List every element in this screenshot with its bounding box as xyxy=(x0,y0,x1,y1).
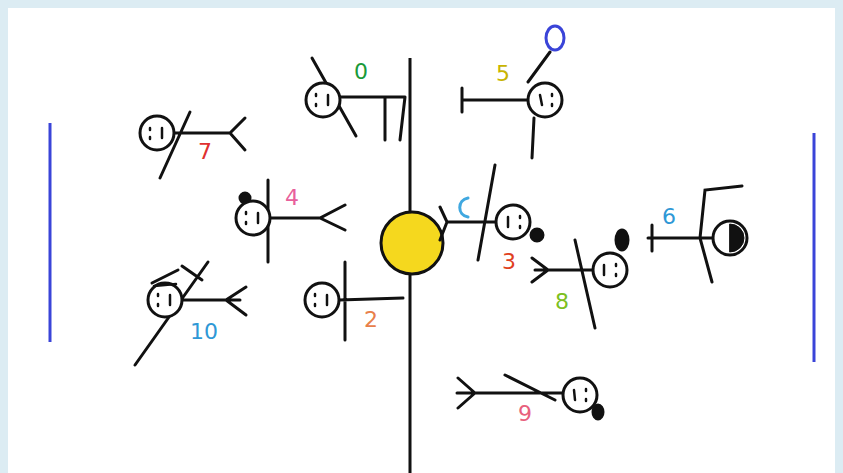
figure-head xyxy=(306,83,340,117)
figure-hair xyxy=(593,405,603,419)
figure-head xyxy=(593,253,627,287)
player-number: 10 xyxy=(188,320,220,344)
stick-figure xyxy=(440,165,543,260)
racket xyxy=(546,26,564,50)
stick-figure xyxy=(140,112,245,178)
figure-limbs xyxy=(268,180,345,262)
player-number: 9 xyxy=(516,402,534,426)
figure-head xyxy=(305,283,339,317)
figure-limbs xyxy=(440,165,496,260)
figure-head xyxy=(713,221,747,255)
stick-figure xyxy=(306,58,405,140)
figure-head xyxy=(563,378,597,412)
figure-head xyxy=(148,283,182,317)
figure-face xyxy=(730,224,744,252)
figure-face xyxy=(150,128,162,139)
player-number: 8 xyxy=(553,290,571,314)
player-number: 7 xyxy=(196,140,214,164)
stick-figure xyxy=(135,262,246,365)
figure-face xyxy=(246,212,258,224)
figure-limbs xyxy=(135,262,246,365)
stick-figure xyxy=(236,180,345,262)
player-number: 6 xyxy=(660,205,678,229)
figure-face xyxy=(540,94,552,106)
stick-figure xyxy=(462,26,564,158)
figure-hair xyxy=(531,229,543,241)
player-number: 3 xyxy=(500,250,518,274)
left-goal xyxy=(49,123,52,342)
figure-limbs xyxy=(457,375,563,408)
figure-limbs xyxy=(160,112,245,178)
stick-figure xyxy=(648,186,747,282)
ball xyxy=(381,212,443,274)
player-number: 5 xyxy=(494,62,512,86)
right-goal xyxy=(813,133,816,362)
players xyxy=(135,26,747,419)
player-number: 2 xyxy=(362,308,380,332)
figure-head xyxy=(236,201,270,235)
player-number: 4 xyxy=(283,186,301,210)
figure-face xyxy=(315,294,327,306)
figure-head xyxy=(496,205,530,239)
figure-face xyxy=(508,216,520,228)
figure-hair xyxy=(616,230,628,250)
stick-figure xyxy=(532,230,628,328)
player-number: 0 xyxy=(352,60,370,84)
figure-face xyxy=(316,94,328,106)
pitch-ground xyxy=(8,8,835,473)
figure-limbs xyxy=(339,262,403,340)
stick-figure xyxy=(305,262,403,340)
arm-mark xyxy=(460,198,468,217)
figure-face xyxy=(604,264,616,276)
figure-face xyxy=(154,284,176,306)
figure-limbs xyxy=(532,240,595,328)
figure-face xyxy=(574,389,586,401)
figure-head xyxy=(140,116,174,150)
figure-head xyxy=(528,83,562,117)
